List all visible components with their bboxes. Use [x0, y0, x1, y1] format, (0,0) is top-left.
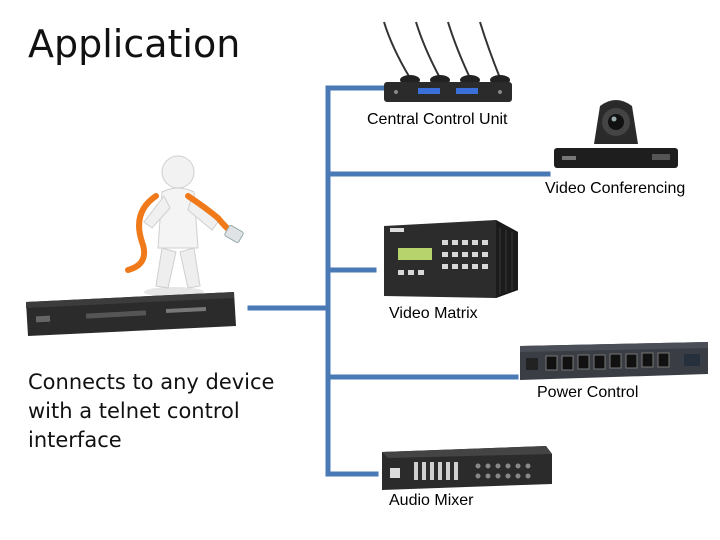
label-central-control: Central Control Unit — [367, 111, 508, 128]
audio-mixer-icon — [382, 446, 552, 490]
label-video-matrix: Video Matrix — [389, 305, 478, 322]
video-matrix-icon — [384, 220, 518, 298]
description-text: Connects to any device with a telnet con… — [28, 370, 275, 452]
label-audio-mixer: Audio Mixer — [389, 492, 474, 509]
power-strip-icon — [520, 342, 708, 380]
person-holding-cable-icon — [125, 155, 244, 297]
rack-controller-icon — [26, 292, 236, 336]
conference-camera-icon — [554, 100, 678, 168]
page-title: Application — [28, 22, 241, 66]
label-power-control: Power Control — [537, 384, 639, 401]
microphone-unit-icon — [383, 21, 512, 102]
label-video-conferencing: Video Conferencing — [545, 180, 686, 197]
